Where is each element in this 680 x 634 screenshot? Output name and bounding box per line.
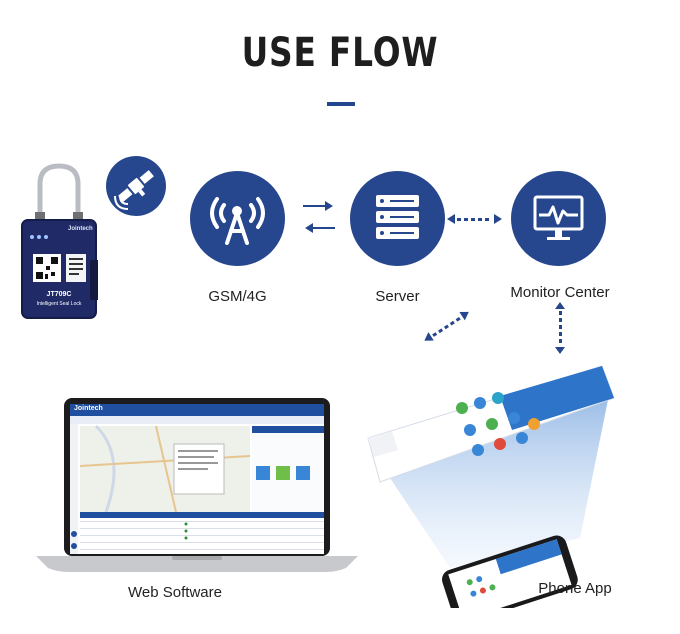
tower-icon bbox=[210, 197, 265, 245]
laptop-illustration bbox=[36, 398, 358, 572]
monitor-label: Monitor Center bbox=[510, 284, 610, 301]
server-icon bbox=[376, 195, 419, 239]
device-model: JT709C bbox=[46, 291, 72, 298]
page-title: USE FLOW bbox=[241, 30, 439, 76]
phone-illustration bbox=[367, 365, 615, 624]
monitor-node bbox=[511, 171, 606, 266]
software-brand: Jointech bbox=[74, 405, 103, 412]
satellite-badge bbox=[106, 156, 166, 216]
satellite-icon bbox=[114, 170, 154, 210]
monitor-icon bbox=[533, 195, 584, 240]
device-caption: Intelligent Seal Lock bbox=[36, 301, 82, 307]
title-underline bbox=[327, 102, 355, 106]
device-brand: Jointech bbox=[68, 226, 93, 232]
seal-lock-illustration bbox=[21, 163, 98, 319]
server-node bbox=[350, 171, 445, 266]
phone-projection bbox=[352, 358, 622, 624]
web-label: Web Software bbox=[128, 584, 222, 601]
phone-label: Phone App bbox=[538, 580, 612, 597]
server-label: Server bbox=[375, 288, 420, 305]
gsm-node bbox=[190, 171, 285, 266]
seal-lock-device: Jointech JT709C Intelligent Seal Lock bbox=[18, 160, 100, 322]
gsm-label: GSM/4G bbox=[208, 288, 267, 305]
laptop: Jointech bbox=[36, 396, 358, 576]
